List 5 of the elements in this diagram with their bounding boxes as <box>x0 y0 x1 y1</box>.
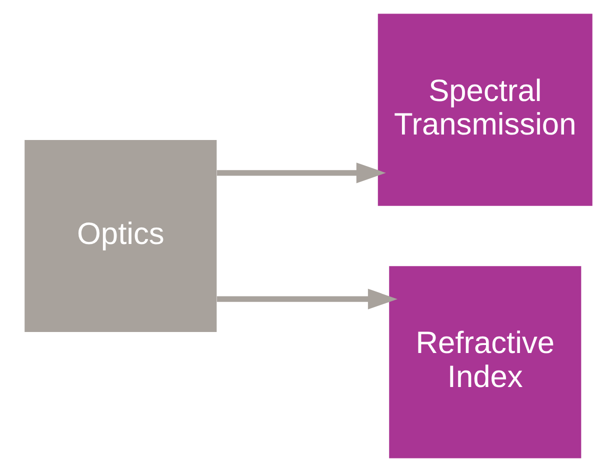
node-box: Refractive Index <box>388 266 581 458</box>
node-box: Optics <box>24 140 216 332</box>
arrow <box>216 288 397 310</box>
node-box: Spectral Transmission <box>377 14 592 206</box>
arrow <box>216 162 386 184</box>
